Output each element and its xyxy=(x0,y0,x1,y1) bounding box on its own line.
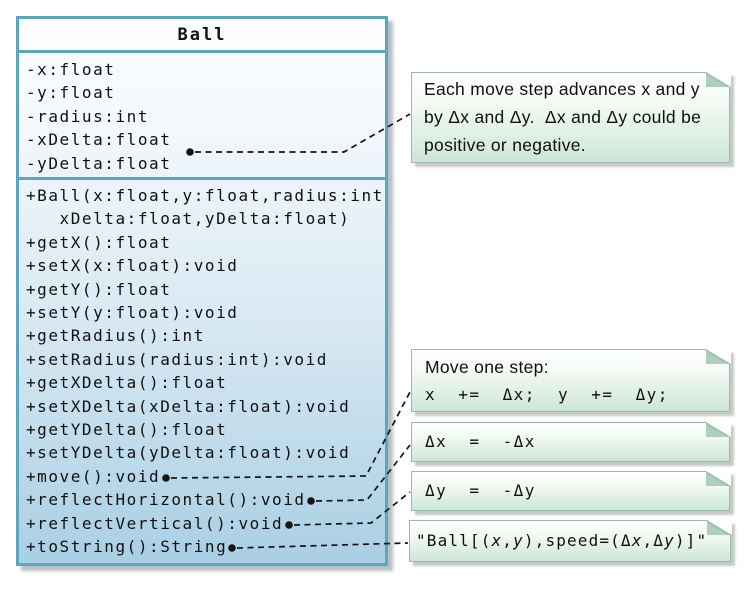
attribute-line: -radius:int xyxy=(26,106,150,126)
attribute-line: -y:float xyxy=(26,83,116,103)
note-code: Δx = -Δx xyxy=(425,432,536,451)
note-move-method: Move one step: x += Δx; y += Δy; xyxy=(411,348,731,412)
method-line: +setY(y:float):void xyxy=(26,303,239,323)
note-code: Δy = -Δy xyxy=(425,481,536,500)
method-line: +reflectVertical():void xyxy=(26,513,284,533)
method-line: +setXDelta(xDelta:float):void xyxy=(26,396,351,416)
class-title: Ball xyxy=(19,19,385,53)
note-text-line: positive or negative. xyxy=(424,135,586,155)
note-fold-icon xyxy=(705,348,731,364)
method-line: +setRadius(radius:int):void xyxy=(26,349,328,369)
method-line: +setX(x:float):void xyxy=(26,256,239,276)
note-attributes-explanation: Each move step advances x and y by Δx an… xyxy=(411,71,731,163)
note-fold-icon xyxy=(706,519,732,535)
method-line: +getRadius():int xyxy=(26,326,205,346)
method-line: +getYDelta():float xyxy=(26,420,228,440)
note-reflect-vertical: Δy = -Δy xyxy=(411,470,731,511)
note-code: "Ball[(x,y),speed=(Δx,Δy)]" xyxy=(416,531,708,550)
method-line: +reflectHorizontal():void xyxy=(26,490,306,510)
method-line: +toString():String xyxy=(26,537,228,557)
note-code: x += Δx; y += Δy; xyxy=(425,385,669,404)
class-attributes-compartment: -x:float -y:float -radius:int -xDelta:fl… xyxy=(19,53,385,180)
note-fold-icon xyxy=(705,470,731,486)
method-line: +setYDelta(yDelta:float):void xyxy=(26,443,351,463)
method-line: +move():void xyxy=(26,466,161,486)
method-line: xDelta:float,yDelta:float) xyxy=(26,209,351,229)
note-tostring: "Ball[(x,y),speed=(Δx,Δy)]" xyxy=(409,519,732,562)
note-fold-icon xyxy=(705,71,731,87)
note-heading: Move one step: xyxy=(425,357,549,377)
method-line: +getXDelta():float xyxy=(26,373,228,393)
method-line: +Ball(x:float,y:float,radius:int xyxy=(26,186,384,205)
method-line: +getY():float xyxy=(26,279,172,299)
method-line: +getX():float xyxy=(26,232,172,252)
note-fold-icon xyxy=(705,421,731,437)
attribute-line: -x:float xyxy=(26,60,116,79)
class-methods-compartment: +Ball(x:float,y:float,radius:int xDelta:… xyxy=(19,180,385,559)
class-box-ball: Ball -x:float -y:float -radius:int -xDel… xyxy=(16,16,388,566)
note-reflect-horizontal: Δx = -Δx xyxy=(411,421,731,462)
attribute-line: -xDelta:float xyxy=(26,130,172,150)
attribute-line: -yDelta:float xyxy=(26,153,172,173)
note-text-line: Each move step advances x and y xyxy=(424,79,700,99)
note-text-line: by Δx and Δy. Δx and Δy could be xyxy=(424,107,702,127)
